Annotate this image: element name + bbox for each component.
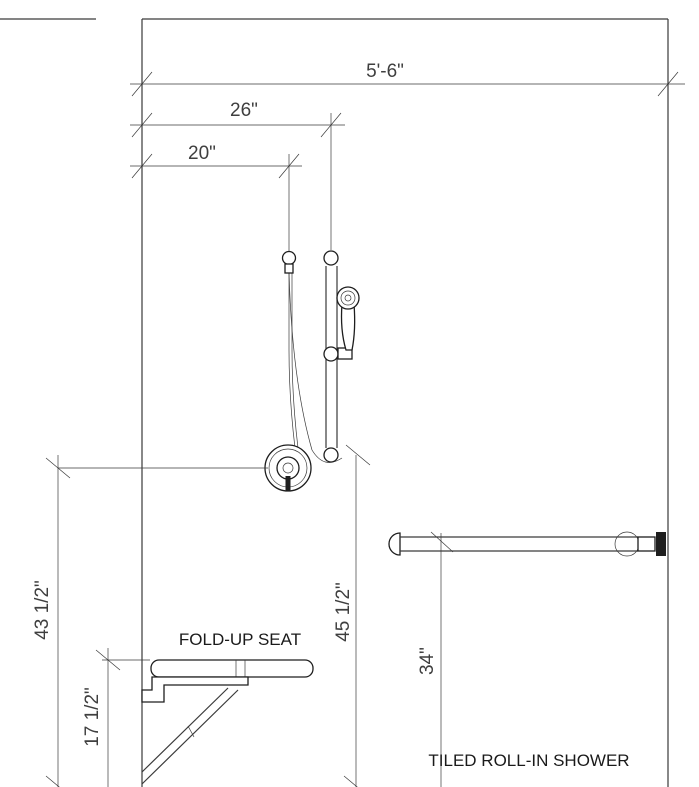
grab-bar-offset-text: 26" — [230, 100, 258, 121]
valve-height-dimension: 43 1/2" — [32, 455, 268, 787]
grab-bar-height-dimension: 34" — [417, 531, 454, 787]
shower-hose — [288, 271, 343, 463]
fold-up-seat-label: FOLD-UP SEAT — [179, 630, 301, 649]
seat-height-text: 17 1/2" — [82, 687, 103, 747]
overall-width-text: 5'-6" — [366, 61, 404, 82]
hand-shower-offset-dimension: 20" — [130, 143, 302, 252]
fold-up-seat — [141, 659, 314, 785]
tiled-roll-in-shower-label: TILED ROLL-IN SHOWER — [428, 751, 629, 770]
valve-height-text: 43 1/2" — [32, 580, 53, 640]
shower-valve — [264, 444, 312, 492]
hand-shower-head — [336, 286, 360, 351]
grab-bar-height-text: 34" — [417, 647, 438, 675]
horizontal-grab-bar — [388, 531, 666, 557]
slide-bar-bottom-height-dimension: 45 1/2" — [333, 444, 371, 787]
seat-height-dimension: 17 1/2" — [82, 648, 150, 787]
slide-bar-bottom-height-text: 45 1/2" — [333, 582, 354, 642]
slide-bar — [323, 250, 353, 463]
wall-connection-fitting — [281, 250, 297, 274]
grab-bar-offset-dimension: 26" — [130, 100, 345, 250]
shower-enclosure — [141, 18, 669, 787]
overall-width-dimension: 5'-6" — [130, 61, 685, 97]
hand-shower-offset-text: 20" — [188, 143, 216, 164]
